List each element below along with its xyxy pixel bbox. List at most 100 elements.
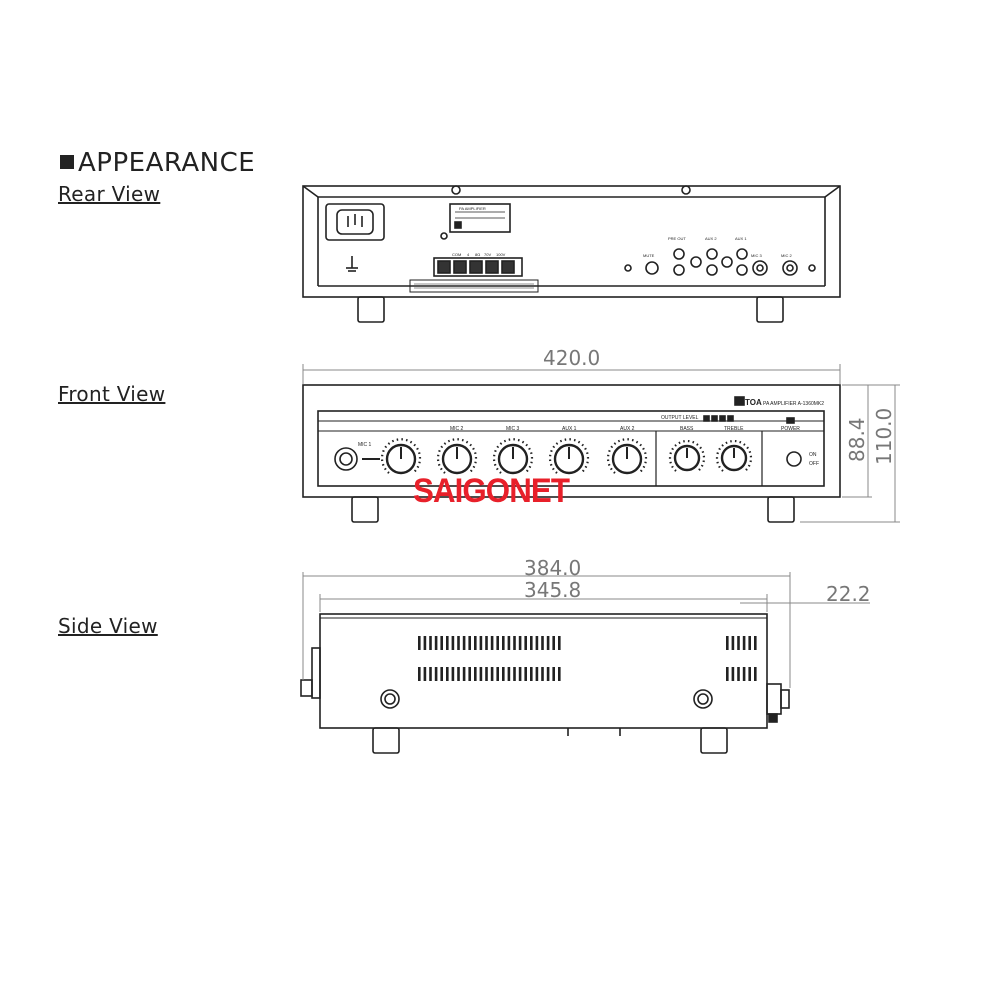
mic-2-knob — [441, 443, 473, 475]
vent-slot — [474, 667, 477, 681]
knob-scales — [380, 438, 753, 474]
vent-slot — [530, 667, 533, 681]
vent-slot — [479, 667, 483, 681]
power-off-label: OFF — [809, 461, 819, 467]
mic-3-knob — [497, 443, 529, 475]
vent-slot — [423, 636, 427, 650]
mic-3-rear-label: MIC 3 — [751, 253, 762, 258]
vent-slot — [541, 667, 544, 681]
vent-slot — [502, 636, 505, 650]
vent-slot — [468, 667, 471, 681]
vent-slot — [552, 636, 555, 650]
vent-slot — [446, 636, 449, 650]
side-screw-right — [693, 689, 713, 709]
aux-2-jack — [706, 248, 718, 260]
side-front-knob — [766, 683, 782, 715]
dim-depth-22: 22.2 — [826, 582, 871, 606]
vent-slot — [748, 636, 751, 650]
vent-slot — [530, 636, 533, 650]
terminal-100v: 100V — [496, 252, 506, 257]
mute-label: MUTE — [643, 253, 655, 258]
vent-slot — [726, 667, 729, 681]
vent-slot — [485, 636, 488, 650]
appearance-heading: APPEARANCE — [60, 148, 255, 178]
aux-1-jack — [736, 248, 748, 260]
terminal-4: 4 — [467, 252, 470, 257]
aux-1-rear-label: AUX 1 — [735, 236, 747, 241]
brand-text: TOA — [745, 398, 762, 407]
output-level-text: OUTPUT LEVEL — [661, 415, 699, 421]
vent-slot — [479, 636, 483, 650]
vent-slot — [546, 636, 550, 650]
dim-width-420: 420.0 — [543, 346, 601, 370]
mic-1-label: MIC 1 — [358, 442, 372, 448]
vent-slot — [558, 667, 561, 681]
mic-2-jack — [782, 260, 798, 276]
rear-screw-top-left — [451, 185, 461, 195]
aux-2-knob — [611, 443, 643, 475]
vent-slot — [457, 636, 460, 650]
aux-2-rear-label: AUX 2 — [705, 236, 717, 241]
power-led — [786, 417, 795, 424]
vent-slot — [748, 667, 751, 681]
vent-slot — [731, 636, 735, 650]
vent-slot — [496, 667, 499, 681]
vent-slot — [434, 667, 438, 681]
level-led-2 — [711, 415, 718, 422]
bass-label: BASS — [680, 426, 694, 432]
rear-label-title: PA AMPLIFIER — [459, 206, 486, 211]
heading-text: APPEARANCE — [78, 148, 256, 178]
rear-corner-left — [302, 185, 319, 198]
rear-small-screw — [440, 232, 448, 240]
vent-slot — [518, 667, 522, 681]
front-panel-labels: TOA PA AMPLIFIER A-1360MK2 OUTPUT LEVEL … — [358, 398, 824, 467]
vent-slot — [451, 636, 455, 650]
vent-slot — [429, 667, 432, 681]
power-label: POWER — [781, 426, 800, 432]
treble-knob — [720, 444, 748, 472]
front-foot-right — [767, 496, 795, 523]
vent-slot — [535, 667, 539, 681]
vent-slot — [457, 667, 460, 681]
rear-screw — [624, 264, 632, 272]
front-view-label: Front View — [58, 382, 166, 406]
vent-slot — [546, 667, 550, 681]
vent-slot — [507, 636, 511, 650]
vent-slot — [513, 636, 516, 650]
front-foot-left — [351, 496, 379, 523]
mic-2-rear-label: MIC 2 — [781, 253, 792, 258]
speaker-terminal-block — [433, 257, 523, 277]
ac-inlet — [336, 209, 374, 235]
vent-slot — [423, 667, 427, 681]
vent-slot — [518, 636, 522, 650]
vent-slot — [474, 636, 477, 650]
ac-inlet-frame — [325, 203, 385, 241]
treble-label: TREBLE — [724, 426, 744, 432]
vent-slot — [429, 636, 432, 650]
terminal-com: COM — [452, 252, 461, 257]
rear-screw-right — [808, 264, 816, 272]
aux-1-label: AUX 1 — [562, 426, 577, 432]
mute-switch — [645, 261, 659, 275]
vent-slot — [737, 636, 740, 650]
vent-slot — [754, 636, 757, 650]
power-on-label: ON — [809, 452, 817, 458]
bass-knob — [673, 444, 701, 472]
rear-view — [302, 185, 841, 323]
rear-foot-left — [357, 296, 385, 323]
front-view — [302, 384, 841, 523]
level-led-4 — [727, 415, 734, 422]
pre-out-jack-1 — [673, 248, 685, 260]
vent-slot — [524, 636, 527, 650]
mic-1-jack — [334, 447, 358, 471]
square-bullet-icon — [60, 155, 74, 169]
vent-slot — [490, 667, 494, 681]
side-foot-right — [700, 727, 728, 754]
side-dimension-lines — [302, 572, 870, 688]
vent-slot — [490, 636, 494, 650]
terminal-8: 8Ω — [475, 252, 480, 257]
rear-screw-top-right — [681, 185, 691, 195]
vent-slot — [440, 667, 443, 681]
side-view — [300, 613, 790, 754]
